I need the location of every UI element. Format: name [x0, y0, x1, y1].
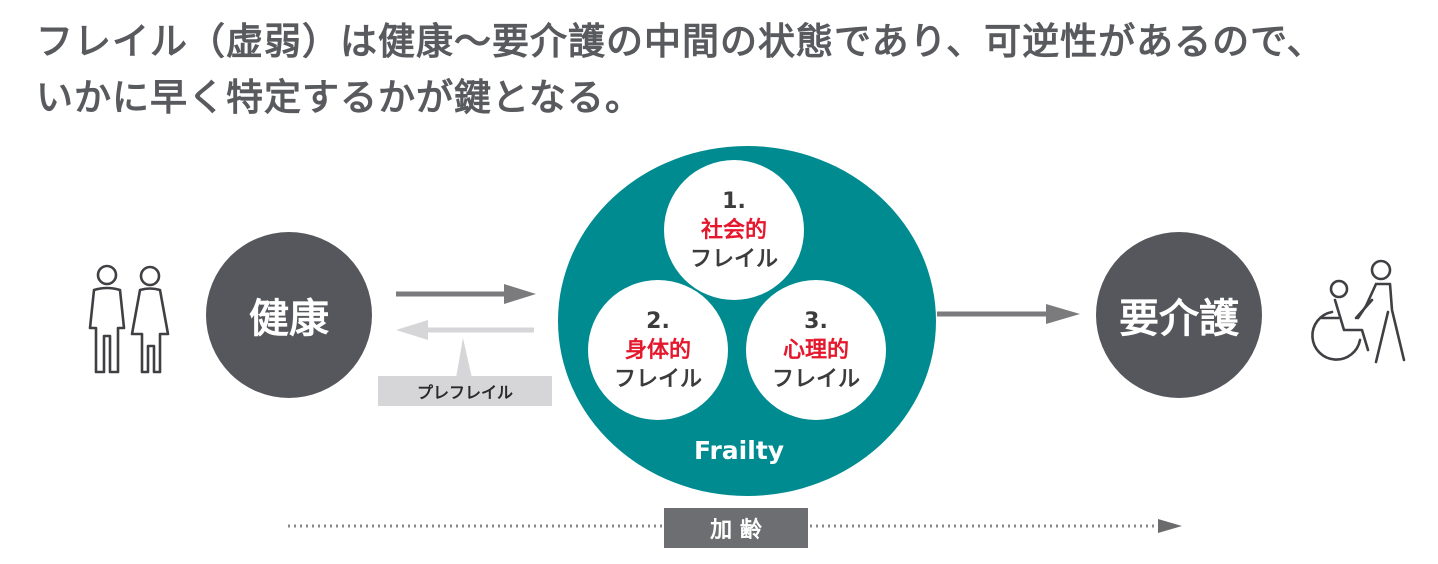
prefrail-tag: プレフレイル: [378, 376, 552, 406]
aging-tag: 加 齢: [664, 508, 808, 548]
care-needed-label: 要介護: [1119, 296, 1239, 342]
reverse-arrow: [396, 320, 534, 340]
headline-line-2: いかに早く特定するかが鍵となる。: [36, 76, 643, 119]
healthy-label: 健康: [249, 296, 329, 342]
frailty-type-number: 2.: [646, 308, 670, 334]
prefrail-label: プレフレイル: [416, 383, 513, 402]
wheelchair-caregiver-icon: [1311, 259, 1406, 364]
aging-label: 加 齢: [710, 518, 762, 543]
frailty-type-word: フレイル: [689, 246, 778, 272]
frailty-label: Frailty: [694, 436, 785, 465]
healthy-circle: 健康: [206, 232, 372, 398]
frailty-type-number: 1.: [722, 188, 746, 214]
headline-line-1: フレイル（虚弱）は健康〜要介護の中間の状態であり、可逆性があるので、: [36, 20, 1325, 63]
frailty-type-kind: 身体的: [624, 337, 691, 363]
progression-arrow: [937, 304, 1080, 324]
frailty-type-physical: 2. 身体的 フレイル: [588, 280, 728, 420]
frailty-type-word: フレイル: [613, 366, 702, 392]
aging-timeline: [288, 519, 1182, 533]
frailty-type-social: 1. 社会的 フレイル: [664, 160, 804, 300]
couple-icon: [88, 264, 170, 374]
frailty-type-number: 3.: [804, 308, 828, 334]
care-needed-circle: 要介護: [1096, 232, 1262, 398]
frailty-type-word: フレイル: [771, 366, 860, 392]
frailty-type-kind: 心理的: [782, 337, 849, 363]
forward-arrow: [396, 284, 536, 304]
frailty-type-psychological: 3. 心理的 フレイル: [746, 280, 886, 420]
frailty-type-kind: 社会的: [700, 217, 767, 243]
headline: フレイル（虚弱）は健康〜要介護の中間の状態であり、可逆性があるので、 いかに早く…: [36, 14, 1416, 126]
prefrail-pointer: [456, 338, 472, 378]
